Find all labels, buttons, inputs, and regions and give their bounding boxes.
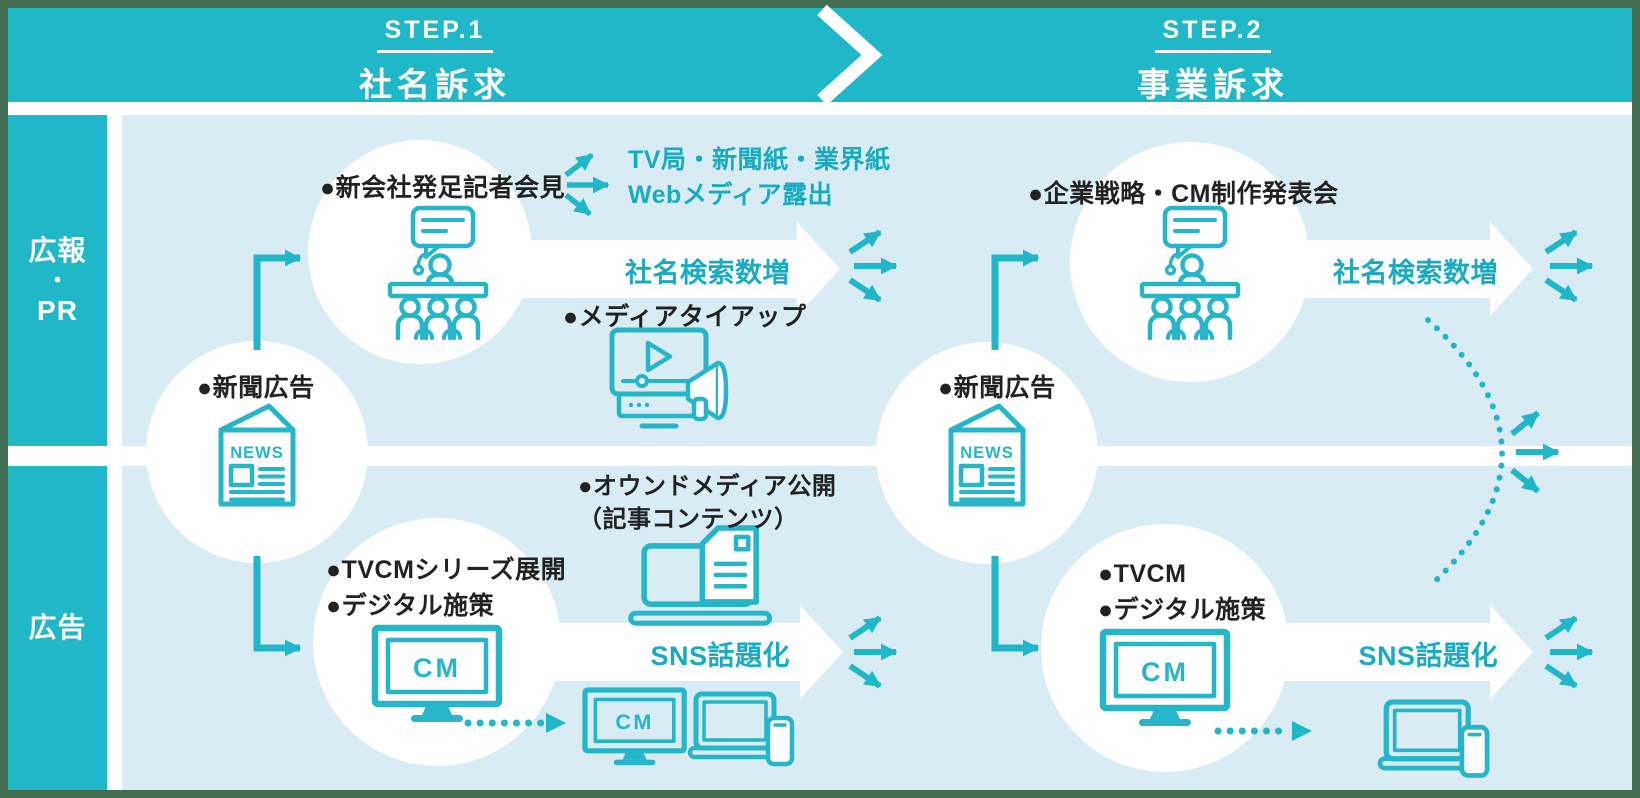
step2-sns-fan-arrows	[1544, 615, 1594, 689]
step1-media-tieup-label: ●メディアタイアップ	[563, 303, 807, 331]
news-icon-text: NEWS	[960, 444, 1014, 462]
step1-sns-banner-arrow	[490, 605, 843, 699]
step1-search-banner-label: 社名検索数増	[625, 258, 790, 288]
header-band	[8, 8, 1632, 102]
step2-search-fan-arrows	[1544, 229, 1594, 303]
step2-search-banner-label: 社名検索数増	[1333, 258, 1498, 288]
step1-news-circle	[146, 341, 368, 563]
sidebar-row-pr: 広報 ・ PR	[8, 115, 107, 446]
step1-exposure-label: TV局・新聞紙・業界紙 Webメディア露出	[628, 143, 890, 213]
step1-search-banner-arrow	[490, 222, 840, 316]
newspaper-icon: NEWS	[218, 403, 296, 507]
tv-cm-icon-small: CM	[582, 687, 687, 766]
sidebar-row-ad: 広告	[8, 466, 107, 790]
cm-icon-text: CM	[1141, 657, 1189, 687]
step2-cm-circle	[1041, 524, 1289, 772]
media-tieup-icon	[609, 327, 729, 429]
step1-title: 社名訴求	[359, 66, 511, 103]
step1-exposure-line1: TV局・新聞紙・業界紙	[628, 146, 891, 174]
step1-ad-item2: ●デジタル施策	[326, 592, 495, 620]
cm-icon-text: CM	[615, 709, 653, 734]
laptop-document-icon	[628, 525, 773, 626]
step2-label: STEP.2	[1154, 16, 1272, 53]
step1-search-fan-arrows	[848, 229, 898, 303]
step1-ad-items: ●TVCMシリーズ展開 ●デジタル施策	[326, 552, 566, 624]
step1-owned-media-label: ●オウンドメディア公開 （記事コンテンツ）	[578, 470, 836, 536]
cm-icon-text: CM	[413, 653, 461, 683]
step2-ad-item1: ●TVCM	[1098, 560, 1187, 588]
sidebar-pr-line1: 広報	[28, 234, 87, 266]
step1-press-event-label: ●新会社発足記者会見	[320, 174, 566, 202]
convergence-fan-arrows	[1510, 410, 1560, 494]
step2-sns-banner-arrow	[1262, 605, 1533, 699]
tv-cm-icon: CM	[1099, 628, 1231, 726]
step2-press-circle	[1070, 142, 1310, 382]
step2-sns-banner-label: SNS話題化	[1358, 641, 1498, 671]
chevron-right-icon	[817, 4, 883, 106]
step2-press-event-label: ●企業戦略・CM制作発表会	[1028, 180, 1339, 208]
step1-label: STEP.1	[376, 16, 494, 53]
step1-newspaper-ad-label: ●新聞広告	[197, 374, 315, 402]
step1-sns-banner-label: SNS話題化	[650, 641, 790, 671]
step2-search-banner-arrow	[1300, 222, 1533, 316]
laptop-phone-icon	[687, 691, 795, 767]
step1-owned-line2: （記事コンテンツ）	[578, 506, 799, 533]
step1-sns-fan-arrows	[848, 615, 898, 689]
step1-dotted-arrow	[464, 713, 566, 733]
press-conference-icon	[387, 205, 489, 341]
step2-bottom-connector	[991, 556, 1040, 657]
sidebar-pr-line2: PR	[37, 294, 78, 326]
step2-dotted-arrow	[1214, 721, 1312, 741]
news-icon-text: NEWS	[230, 444, 284, 462]
step1-exposure-line2: Webメディア露出	[628, 181, 834, 209]
newspaper-icon: NEWS	[948, 403, 1026, 507]
step2-title: 事業訴求	[1137, 66, 1289, 103]
step1-top-connector	[253, 249, 302, 350]
convergence-dotted-arc	[1425, 317, 1505, 589]
step2-ad-item2: ●デジタル施策	[1098, 596, 1267, 624]
step2-news-circle	[876, 342, 1098, 564]
step2-ad-items: ●TVCM ●デジタル施策	[1098, 556, 1266, 628]
header-step2: STEP.2 事業訴求	[1003, 16, 1423, 106]
sidebar-pr-dot: ・	[46, 267, 69, 293]
step1-bottom-connector	[253, 556, 302, 657]
step1-ad-item1: ●TVCMシリーズ展開	[326, 556, 567, 584]
step2-newspaper-ad-label: ●新聞広告	[938, 374, 1056, 402]
step1-exposure-fan-arrows	[564, 152, 610, 217]
step2-top-connector	[991, 249, 1040, 350]
laptop-phone-icon	[1377, 699, 1490, 778]
tv-cm-icon: CM	[371, 624, 503, 722]
row-separator	[8, 446, 1632, 466]
header-step1: STEP.1 社名訴求	[225, 16, 645, 106]
press-conference-icon	[1139, 205, 1241, 341]
sidebar-ad-label: 広告	[28, 612, 87, 643]
step1-owned-line1: ●オウンドメディア公開	[578, 473, 837, 500]
